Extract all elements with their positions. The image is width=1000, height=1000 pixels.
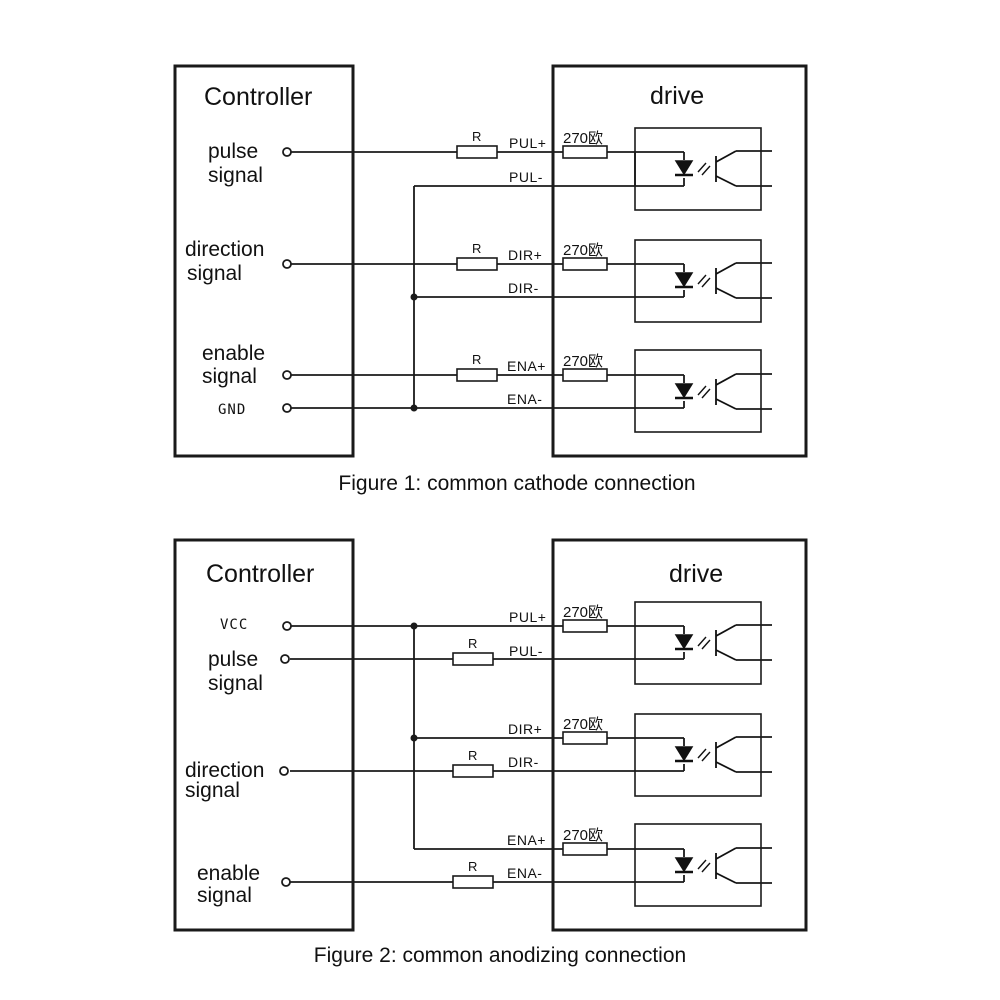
fig2-direction-label-2: signal xyxy=(185,779,240,802)
fig1-drive-resistor-ena xyxy=(562,368,608,382)
fig2-junction xyxy=(410,734,418,742)
fig1-enable-label-2: signal xyxy=(202,365,257,388)
fig2-enable-label-2: signal xyxy=(197,884,252,907)
fig1-junction xyxy=(410,293,418,301)
fig1-direction-terminal xyxy=(282,259,292,269)
fig1-pin-dir-plus: DIR+ xyxy=(508,247,542,263)
fig1-caption: Figure 1: common cathode connection xyxy=(338,472,695,495)
fig1-drive-resistor-pul xyxy=(562,145,608,159)
fig1-controller-box xyxy=(173,64,355,458)
fig2-pin-pul-plus: PUL+ xyxy=(509,609,546,625)
fig2-drive-resistor-dir xyxy=(562,731,608,745)
fig1-gnd-terminal xyxy=(282,403,292,413)
fig2-enable-label: enable xyxy=(197,862,260,885)
fig2-drive-title: drive xyxy=(669,560,723,588)
fig2-drive-box xyxy=(551,538,808,932)
figure-2-common-anode: Controller drive VCC pulse signal direct… xyxy=(173,538,808,967)
fig2-enable-terminal xyxy=(281,877,291,887)
fig2-drive-resistor-label-ena: 270欧 xyxy=(563,827,603,844)
fig2-pulse-label: pulse xyxy=(208,648,258,671)
fig2-direction-terminal xyxy=(279,766,289,776)
fig1-pin-ena-plus: ENA+ xyxy=(507,358,546,374)
fig1-optocoupler-dir xyxy=(634,239,772,323)
fig2-optocoupler-ena xyxy=(634,823,772,907)
fig2-drive-resistor-label-dir: 270欧 xyxy=(563,716,603,733)
fig2-direction-label: direction xyxy=(185,759,264,782)
fig2-optocoupler-pul xyxy=(634,601,772,685)
fig1-resistor-dir xyxy=(456,257,498,271)
fig1-resistor-pul xyxy=(456,145,498,159)
fig2-resistor-ena xyxy=(452,875,494,889)
fig2-pulse-terminal xyxy=(280,654,290,664)
fig2-controller-title: Controller xyxy=(206,560,314,588)
fig2-pin-dir-minus: DIR- xyxy=(508,754,539,770)
fig2-resistor-dir xyxy=(452,764,494,778)
fig1-pulse-label: pulse xyxy=(208,140,258,163)
fig1-enable-terminal xyxy=(282,370,292,380)
fig2-drive-resistor-label-pul: 270欧 xyxy=(563,604,603,621)
fig2-optocoupler-dir xyxy=(634,713,772,797)
fig1-gnd-label: GND xyxy=(218,402,246,418)
fig1-drive-resistor-label-dir: 270欧 xyxy=(563,242,603,259)
fig2-pulse-label-2: signal xyxy=(208,672,263,695)
fig2-r-label-dir: R xyxy=(468,748,477,763)
fig2-r-label-ena: R xyxy=(468,859,477,874)
fig2-caption: Figure 2: common anodizing connection xyxy=(314,944,686,967)
fig2-vcc-terminal xyxy=(282,621,292,631)
fig1-drive-resistor-dir xyxy=(562,257,608,271)
fig1-drive-title: drive xyxy=(650,82,704,110)
fig2-junction xyxy=(410,622,418,630)
figure-1-common-cathode: Controller drive pulse signal direction … xyxy=(173,64,808,495)
fig2-r-label-pul: R xyxy=(468,636,477,651)
fig1-r-label-pul: R xyxy=(472,129,481,144)
fig1-pin-dir-minus: DIR- xyxy=(508,280,539,296)
fig1-optocoupler-ena xyxy=(634,349,772,433)
fig1-drive-resistor-label-ena: 270欧 xyxy=(563,353,603,370)
fig2-pin-dir-plus: DIR+ xyxy=(508,721,542,737)
fig1-drive-box xyxy=(551,64,808,458)
fig2-pin-pul-minus: PUL- xyxy=(509,643,543,659)
fig2-vcc-label: VCC xyxy=(220,617,248,633)
fig1-pulse-label-2: signal xyxy=(208,164,263,187)
fig2-pin-ena-plus: ENA+ xyxy=(507,832,546,848)
fig1-direction-label: direction xyxy=(185,238,264,261)
fig1-drive-resistor-label-pul: 270欧 xyxy=(563,130,603,147)
fig1-resistor-ena xyxy=(456,368,498,382)
fig2-pin-ena-minus: ENA- xyxy=(507,865,542,881)
fig1-r-label-ena: R xyxy=(472,352,481,367)
fig1-enable-label: enable xyxy=(202,342,265,365)
fig1-pin-ena-minus: ENA- xyxy=(507,391,542,407)
fig1-r-label-dir: R xyxy=(472,241,481,256)
fig2-drive-resistor-pul xyxy=(562,619,608,633)
fig1-direction-label-2: signal xyxy=(187,262,242,285)
fig1-junction xyxy=(410,404,418,412)
fig2-resistor-pul xyxy=(452,652,494,666)
fig2-controller-box xyxy=(173,538,355,932)
fig1-pulse-terminal xyxy=(282,147,292,157)
fig2-drive-resistor-ena xyxy=(562,842,608,856)
fig1-pin-pul-plus: PUL+ xyxy=(509,135,546,151)
fig1-optocoupler-pul xyxy=(634,127,772,211)
fig1-controller-title: Controller xyxy=(204,83,312,111)
fig1-pin-pul-minus: PUL- xyxy=(509,169,543,185)
